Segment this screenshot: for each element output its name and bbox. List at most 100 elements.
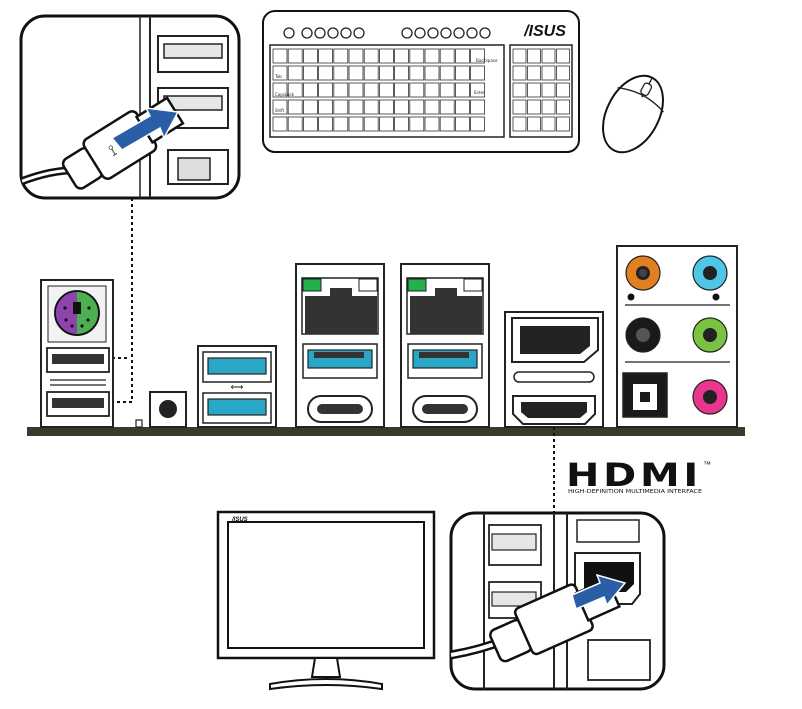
usb-inset: ⟟	[19, 14, 241, 200]
hdmi-logo-text: HDMI	[566, 456, 702, 494]
keyboard-key	[302, 48, 318, 64]
numpad-key	[556, 65, 570, 81]
numpad-key	[527, 48, 541, 64]
lan-led	[358, 278, 378, 292]
keyboard-key	[333, 116, 349, 132]
keyboard-key	[302, 65, 318, 81]
keyboard-asus-logo: /ISUS	[523, 23, 566, 40]
keyboard-key	[470, 82, 486, 98]
hdmi-insert-arrow-icon	[571, 573, 627, 611]
keyboard-key	[287, 65, 303, 81]
keyboard: /ISUS Backspace Tab CapsLock Shift Enter	[262, 10, 580, 153]
numpad-key	[512, 65, 527, 81]
keyboard-key	[470, 65, 486, 81]
numpad-key	[527, 116, 541, 132]
keyboard-key	[287, 116, 303, 132]
keyboard-key	[363, 116, 379, 132]
bios-flashback-button[interactable]	[149, 391, 187, 428]
keyboard-key	[409, 99, 425, 115]
keyboard-key	[333, 82, 349, 98]
insert-arrow-icon	[110, 107, 180, 151]
lan2-led	[463, 278, 483, 292]
keyboard-key	[272, 99, 288, 115]
keyboard-key	[424, 82, 440, 98]
keyboard-key	[439, 48, 455, 64]
hdmi-tagline: HIGH-DEFINITION MULTIMEDIA INTERFACE	[568, 489, 702, 495]
keyboard-key	[363, 48, 379, 64]
lan-led-green	[302, 278, 322, 292]
keyboard-key	[333, 48, 349, 64]
audio-jack-blue[interactable]	[692, 255, 728, 291]
audio-jack-pink[interactable]	[692, 379, 728, 415]
usb-blue-port-lower[interactable]	[207, 398, 267, 416]
keyboard-key	[424, 48, 440, 64]
lan-usb-stack-2	[400, 263, 490, 428]
keyboard-key	[439, 82, 455, 98]
keyboard-key	[378, 116, 394, 132]
numpad-key	[512, 82, 527, 98]
hdmi-trademark: ™	[703, 460, 711, 469]
numpad-key	[541, 48, 556, 64]
lan-port-1[interactable]	[305, 296, 377, 334]
keyboard-key	[272, 65, 288, 81]
numpad-key	[541, 99, 556, 115]
keyboard-key	[333, 99, 349, 115]
numpad-key	[541, 65, 556, 81]
hdmi-inset	[449, 511, 666, 691]
ps2-port	[54, 290, 100, 336]
keyboard-key	[302, 116, 318, 132]
keyboard-key	[439, 65, 455, 81]
keyboard-key	[318, 48, 334, 64]
keyboard-key	[378, 65, 394, 81]
keyboard-key	[318, 82, 334, 98]
keyboard-key	[394, 116, 410, 132]
audio-jack-black[interactable]	[625, 317, 661, 353]
keyboard-key	[348, 116, 364, 132]
key-tab-label: Tab	[274, 74, 282, 79]
numpad-key	[512, 116, 527, 132]
mouse	[602, 74, 664, 154]
keyboard-key	[348, 65, 364, 81]
numpad-key	[512, 99, 527, 115]
keyboard-key	[470, 48, 486, 64]
keyboard-key	[409, 48, 425, 64]
keyboard-key	[287, 48, 303, 64]
ps2-usb-stack	[40, 279, 114, 428]
keyboard-key	[272, 82, 288, 98]
keyboard-key	[409, 82, 425, 98]
keyboard-key	[378, 82, 394, 98]
keyboard-key	[272, 116, 288, 132]
audio-jack-orange[interactable]	[625, 255, 661, 291]
numpad-key	[541, 116, 556, 132]
keyboard-key	[363, 99, 379, 115]
keyboard-key	[318, 116, 334, 132]
numpad-key	[541, 82, 556, 98]
keyboard-key	[378, 48, 394, 64]
numpad-key	[527, 65, 541, 81]
keyboard-keys	[272, 48, 570, 132]
numpad-key	[556, 82, 570, 98]
audio-jack-green[interactable]	[692, 317, 728, 353]
key-capslock-label: CapsLock	[275, 92, 295, 97]
key-enter-label: Enter	[474, 90, 485, 95]
keyboard-key	[287, 82, 303, 98]
usb-blue-port-upper[interactable]	[207, 357, 267, 375]
keyboard-key	[439, 116, 455, 132]
lan-port-2[interactable]	[410, 296, 482, 334]
monitor: /ISUS	[216, 510, 436, 691]
keyboard-key	[439, 99, 455, 115]
video-output-stack	[504, 311, 604, 428]
optical-spdif-port[interactable]	[622, 372, 668, 418]
keyboard-key	[363, 65, 379, 81]
audio-stack	[616, 245, 738, 428]
rear-io-panel: ⟷	[27, 245, 745, 436]
numpad-key	[512, 48, 527, 64]
keyboard-key	[409, 65, 425, 81]
numpad-key	[556, 48, 570, 64]
key-backspace-label: Backspace	[476, 58, 498, 63]
keyboard-key	[348, 99, 364, 115]
mouse-wheel-icon	[640, 82, 653, 97]
usb-arrows-icon: ⟷	[231, 382, 244, 392]
keyboard-key	[348, 82, 364, 98]
